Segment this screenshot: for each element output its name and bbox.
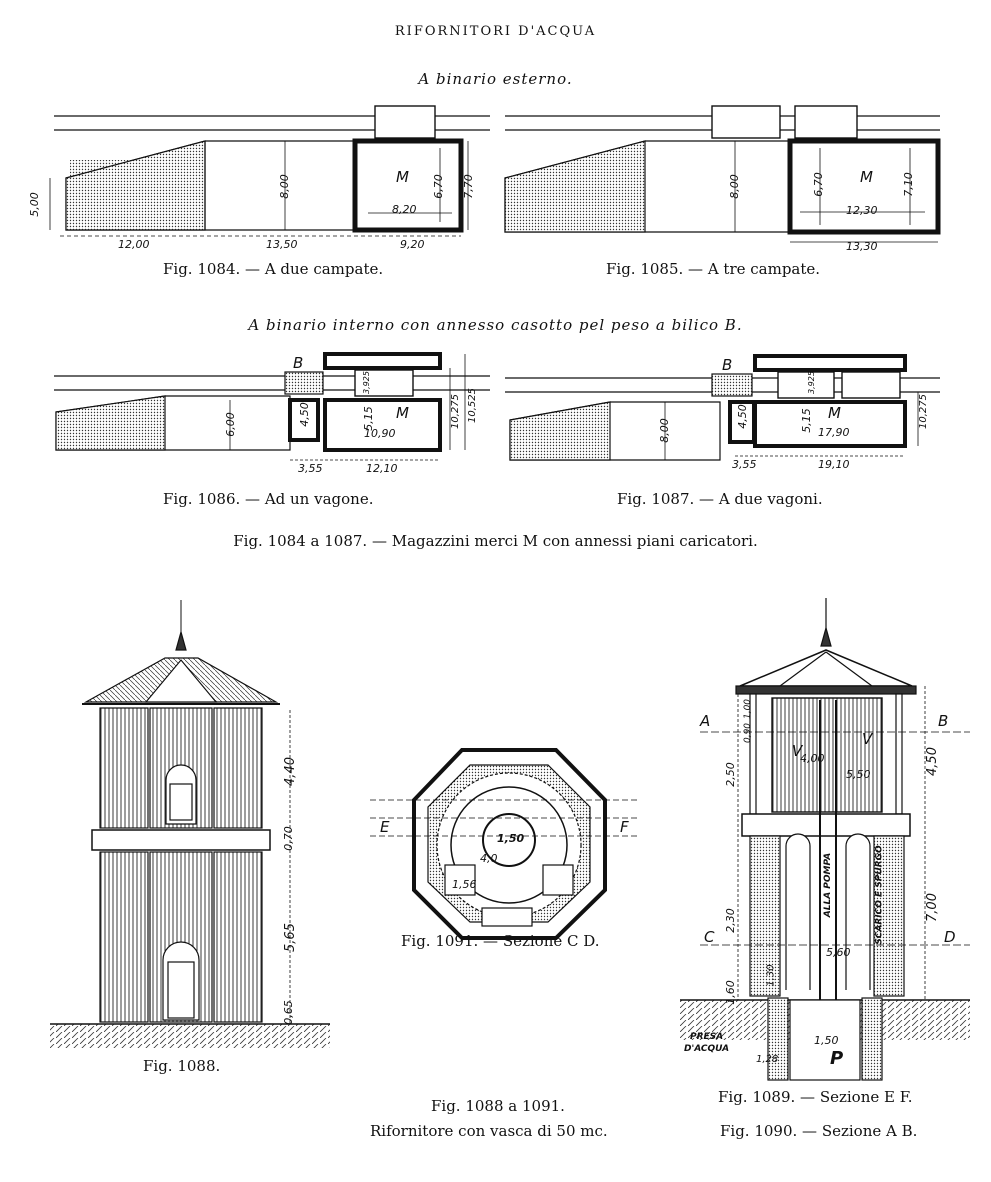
fig-1089-label-a: A <box>700 712 711 730</box>
fig-1084-dim-w-platform: 13,50 <box>266 238 298 251</box>
fig-1086-dim-w-room-inner: 10,90 <box>364 427 396 440</box>
fig-1087-dim-h-track: 3,925 <box>806 371 816 394</box>
fig-1086-room-label: M <box>396 404 409 422</box>
fig-1085-room-label: M <box>860 168 873 186</box>
fig-1084-dim-h-platform: 8,00 <box>277 174 291 199</box>
fig-1088-caption: Fig. 1088. <box>143 1057 221 1075</box>
fig-1089-dim-250: 2,50 <box>723 762 737 787</box>
fig-1089-dim-550: 5,50 <box>846 768 871 781</box>
fig-1084-dim-w-room-inner: 8,20 <box>392 203 417 216</box>
fig-1091-dim-side: 1,56 <box>452 878 477 891</box>
fig-1089-label-pump: ALLA POMPA <box>823 852 834 918</box>
fig-1086-dim-h-room-a: 10,275 <box>450 394 461 429</box>
fig-1087-caption: Fig. 1087. — A due vagoni. <box>617 490 823 508</box>
fig-1087-room-label: M <box>828 404 841 422</box>
fig-1085-caption: Fig. 1085. — A tre campate. <box>606 260 821 278</box>
fig-1084-dim-w-room-outer: 9,20 <box>400 238 425 251</box>
fig-1087-dim-w-booth: 3,55 <box>732 458 757 471</box>
fig-1088-dim-band: 0,70 <box>281 826 295 851</box>
fig-1086-dim-h-track: 3,925 <box>361 371 371 394</box>
fig-1088-dim-base: 0,65 <box>281 1000 295 1025</box>
fig-1089-dim-400: 4,00 <box>800 752 825 765</box>
fig-1091-label-left: E <box>380 818 390 836</box>
fig-1085-dim-h-platform: 8,00 <box>727 174 741 199</box>
fig-1087-dim-h-room-inner: 5,15 <box>799 408 813 433</box>
fig-1087-drawing <box>505 354 940 461</box>
fig-1089-dim-160: 1,60 <box>723 980 737 1005</box>
fig-1091-caption: Fig. 1091. — Sezione C D. <box>401 932 600 950</box>
fig-1089-label-c: C <box>704 928 715 946</box>
fig-1089-label-drain: SCARICO E SPURGO <box>874 845 885 945</box>
fig-1084-drawing <box>49 105 490 237</box>
fig-1091-dim-ring: 4,0 <box>480 852 498 865</box>
fig-1085-drawing <box>504 105 941 243</box>
fig-1087-dim-w-room-inner: 17,90 <box>818 426 850 439</box>
fig-1088-dim-middle: 5,65 <box>282 923 298 952</box>
fig-1089-dim-450: 4,50 <box>924 747 940 776</box>
group-caption-2-line-2: Rifornitore con vasca di 50 mc. <box>370 1122 608 1140</box>
fig-1084-caption: Fig. 1084. — A due campate. <box>163 260 384 278</box>
section-2-subtitle: A binario interno con annesso casotto pe… <box>248 316 743 334</box>
fig-1089-dim-090: 0,90 <box>743 722 754 744</box>
fig-1086-dim-h-booth: 4,50 <box>297 402 311 427</box>
fig-1084-dim-w-ramp: 12,00 <box>118 238 150 251</box>
fig-1087-dim-h-platform: 8,00 <box>657 418 671 443</box>
fig-1089-label-v-right: V <box>862 730 873 748</box>
fig-1089-dim-150: 1,50 <box>814 1034 839 1047</box>
fig-1085-dim-w-room-outer: 13,30 <box>846 240 878 253</box>
fig-1087-scale-label: B <box>722 356 733 374</box>
fig-1089-label-v-left: V <box>792 742 803 760</box>
fig-1084-dim-h-room-outer: 7,70 <box>461 174 475 199</box>
fig-1085-dim-w-room-inner: 12,30 <box>846 204 878 217</box>
fig-1088-dim-top: 4,40 <box>282 757 298 786</box>
fig-1089-dim-130: 1,30 <box>765 964 777 987</box>
fig-1086-dim-h-platform: 6,00 <box>223 412 237 437</box>
fig-1089-dim-128: 1,28 <box>756 1054 779 1065</box>
fig-1089-label-p: P <box>830 1048 844 1069</box>
fig-1089-label-d: D <box>944 928 956 946</box>
fig-1089-label-intake-1: PRESA <box>690 1032 724 1042</box>
fig-1086-scale-label: B <box>293 354 304 372</box>
fig-1086-caption: Fig. 1086. — Ad un vagone. <box>163 490 374 508</box>
fig-1089-label-intake-2: D'ACQUA <box>684 1044 730 1054</box>
fig-1084-dim-h-room-inner: 6,70 <box>431 174 445 199</box>
group-caption-2-line-1: Fig. 1088 a 1091. <box>431 1097 565 1115</box>
fig-1087-dim-w-room-outer: 19,10 <box>818 458 850 471</box>
fig-1091-dim-inner: 1,50 <box>497 832 525 845</box>
group-caption-1: Fig. 1084 a 1087. — Magazzini merci M co… <box>233 532 758 550</box>
fig-1089-dim-100: 1,00 <box>743 698 754 720</box>
fig-1089-dim-560: 5,60 <box>826 946 851 959</box>
fig-1087-dim-h-room: 10,275 <box>918 394 929 429</box>
fig-1091-drawing <box>370 748 640 940</box>
page-header: RIFORNITORI D'ACQUA <box>394 24 597 39</box>
fig-1084-room-label: M <box>396 168 409 186</box>
fig-1089-caption: Fig. 1089. — Sezione E F. <box>718 1088 913 1106</box>
fig-1087-dim-h-booth: 4,50 <box>735 404 749 429</box>
fig-1086-drawing <box>54 352 490 461</box>
fig-1086-dim-w-booth: 3,55 <box>298 462 323 475</box>
fig-1090-caption: Fig. 1090. — Sezione A B. <box>720 1122 918 1140</box>
fig-1091-label-right: F <box>620 818 629 836</box>
fig-1089-dim-700: 7,00 <box>924 893 940 922</box>
fig-1089-label-b: B <box>938 712 949 730</box>
fig-1089-dim-230: 2,30 <box>723 908 737 933</box>
fig-1086-dim-w-room-outer: 12,10 <box>366 462 398 475</box>
section-1-subtitle: A binario esterno. <box>418 70 573 88</box>
fig-1085-dim-h-room-outer: 7,10 <box>901 172 915 197</box>
fig-1086-dim-h-room-b: 10,525 <box>467 388 478 423</box>
fig-1089-drawing <box>680 598 970 1081</box>
fig-1084-dim-h-ramp: 5,00 <box>27 192 41 217</box>
fig-1088-drawing <box>50 600 330 1048</box>
fig-1085-dim-h-room-inner: 6,70 <box>811 172 825 197</box>
